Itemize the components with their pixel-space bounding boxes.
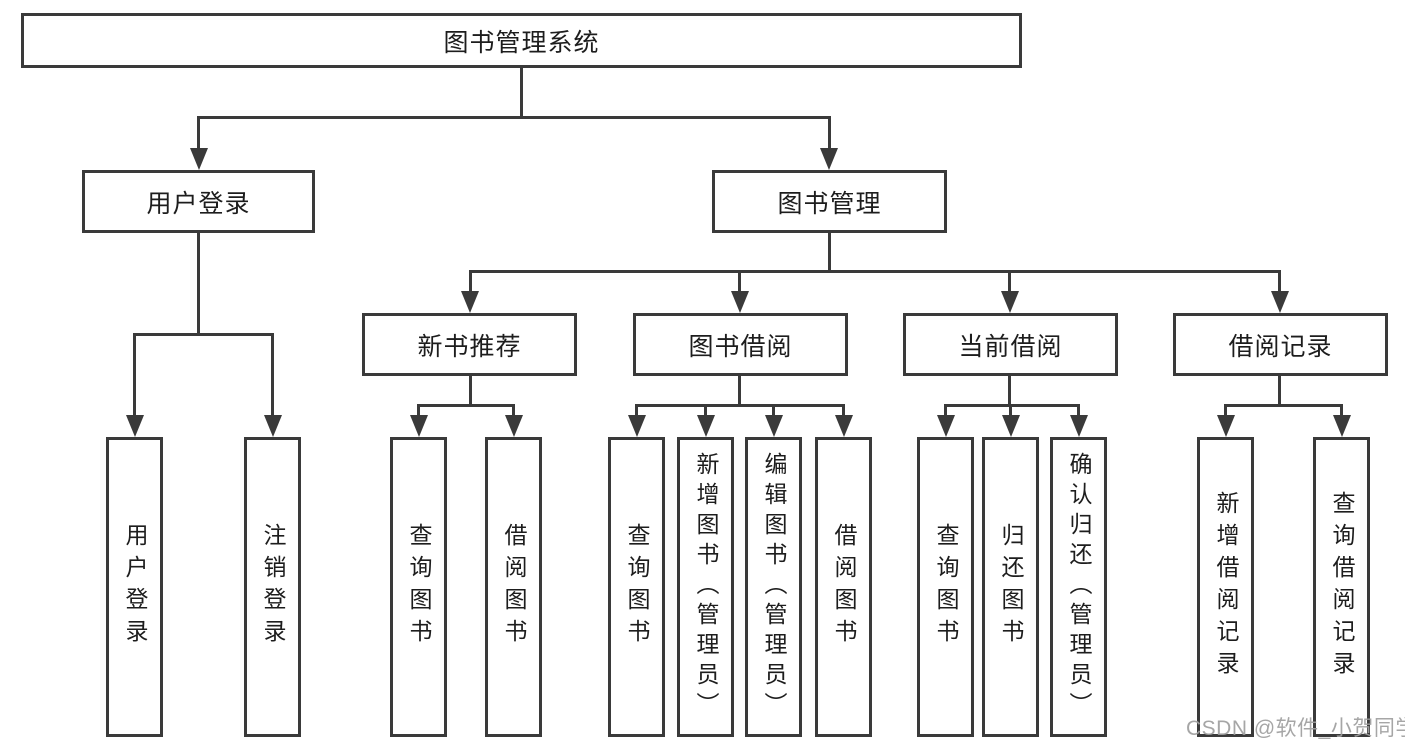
node-borrowing-records: 借阅记录 [1173,313,1388,376]
connector-line [469,270,1281,273]
leaf-newbook-borrow-books: 借阅图书 [485,437,542,737]
leaf-current-confirm-return-admin: 确认归还（管理员） [1050,437,1107,737]
leaf-label: 新增借阅记录 [1213,491,1239,683]
connector-line [635,404,638,417]
arrow-down-icon [505,415,523,437]
connector-line [1224,404,1343,407]
leaf-current-query-books: 查询图书 [917,437,974,737]
leaf-label: 查询图书 [624,523,650,651]
connector-line [635,404,845,407]
connector-line [842,404,845,417]
arrow-down-icon [765,415,783,437]
connector-line [1278,270,1281,293]
arrow-down-icon [264,415,282,437]
connector-line [828,233,831,273]
leaf-label: 借阅图书 [501,523,527,651]
connector-line [772,404,775,417]
arrow-down-icon [1333,415,1351,437]
connector-line [271,333,274,417]
leaf-borrow-edit-books-admin: 编辑图书（管理员） [745,437,802,737]
leaf-label: 查询图书 [933,523,959,651]
leaf-newbook-query-books: 查询图书 [390,437,447,737]
leaf-records-add-borrow-record: 新增借阅记录 [1197,437,1254,737]
csdn-watermark: CSDN @软件_小贺同学 [1186,717,1405,740]
arrow-down-icon [1271,291,1289,313]
arrow-down-icon [1002,415,1020,437]
connector-line [1077,404,1080,417]
arrow-down-icon [1070,415,1088,437]
connector-line [469,270,472,293]
arrow-down-icon [190,148,208,170]
node-library-system: 图书管理系统 [21,13,1022,68]
node-new-book-recommendation: 新书推荐 [362,313,577,376]
arrow-down-icon [410,415,428,437]
arrow-down-icon [697,415,715,437]
connector-line [197,116,200,150]
arrow-down-icon [628,415,646,437]
leaf-logout-login: 注销登录 [244,437,301,737]
connector-line [944,404,1080,407]
arrow-down-icon [1001,291,1019,313]
arrow-down-icon [937,415,955,437]
leaf-label: 查询图书 [406,523,432,651]
arrow-down-icon [820,148,838,170]
leaf-borrow-query-books: 查询图书 [608,437,665,737]
connector-line [738,270,741,293]
connector-line [197,233,200,336]
leaf-label: 注销登录 [260,523,286,651]
node-user-login: 用户登录 [82,170,315,233]
leaf-borrow-add-books-admin: 新增图书（管理员） [677,437,734,737]
connector-line [417,404,420,417]
connector-line [944,404,947,417]
connector-line [704,404,707,417]
connector-line [1008,375,1011,407]
leaf-label: 归还图书 [998,523,1024,651]
node-current-borrowing: 当前借阅 [903,313,1118,376]
connector-line [133,333,136,417]
leaf-label: 用户登录 [122,523,148,651]
leaf-records-query-borrow-record: 查询借阅记录 [1313,437,1370,737]
node-book-management: 图书管理 [712,170,947,233]
connector-line [1278,375,1281,407]
connector-line [417,404,515,407]
leaf-label: 编辑图书（管理员） [761,452,787,722]
connector-line [828,116,831,150]
leaf-label: 借阅图书 [831,523,857,651]
connector-line [520,68,523,119]
leaf-label: 确认归还（管理员） [1066,452,1092,722]
arrow-down-icon [461,291,479,313]
connector-line [133,333,274,336]
leaf-label: 新增图书（管理员） [693,452,719,722]
leaf-current-return-books: 归还图书 [982,437,1039,737]
node-book-borrowing: 图书借阅 [633,313,848,376]
arrow-down-icon [731,291,749,313]
leaf-user-login: 用户登录 [106,437,163,737]
connector-line [1340,404,1343,417]
connector-line [738,375,741,407]
leaf-label: 查询借阅记录 [1329,491,1355,683]
connector-line [197,116,831,119]
connector-line [1008,270,1011,293]
connector-line [1224,404,1227,417]
connector-line [512,404,515,417]
leaf-borrow-borrow-books: 借阅图书 [815,437,872,737]
connector-line [1009,404,1012,417]
arrow-down-icon [1217,415,1235,437]
arrow-down-icon [126,415,144,437]
connector-line [469,375,472,407]
arrow-down-icon [835,415,853,437]
